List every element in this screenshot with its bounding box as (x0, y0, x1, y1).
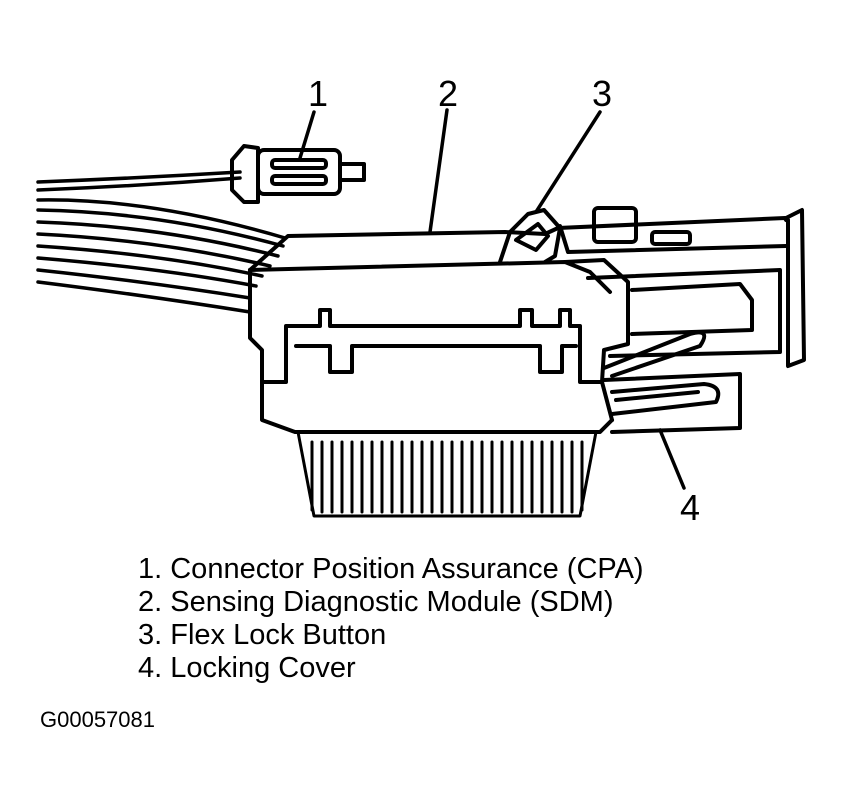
terminal-pins (296, 430, 598, 518)
leader-line-2 (428, 108, 449, 234)
callout-1: 1 (308, 73, 328, 114)
leader-line-3 (534, 110, 602, 214)
legend-item-1: 1. Connector Position Assurance (CPA) (138, 553, 644, 585)
callout-2: 2 (438, 73, 458, 114)
wire-harness (36, 170, 287, 314)
locking-cover (602, 330, 742, 434)
legend-item-2: 2. Sensing Diagnostic Module (SDM) (138, 586, 614, 618)
callout-4: 4 (680, 487, 700, 528)
flex-lock-button (498, 208, 562, 264)
connector-diagram: 1 2 3 4 (36, 73, 806, 528)
upper-housing (558, 206, 806, 368)
leader-line-1 (298, 110, 316, 160)
leader-lines (298, 108, 686, 490)
callout-3: 3 (592, 73, 612, 114)
legend: 1. Connector Position Assurance (CPA) 2.… (138, 553, 644, 685)
figure-id: G00057081 (40, 707, 155, 732)
legend-item-4: 4. Locking Cover (138, 652, 356, 684)
leader-line-4 (658, 428, 686, 490)
legend-item-3: 3. Flex Lock Button (138, 619, 387, 651)
cpa-terminal (230, 144, 366, 204)
